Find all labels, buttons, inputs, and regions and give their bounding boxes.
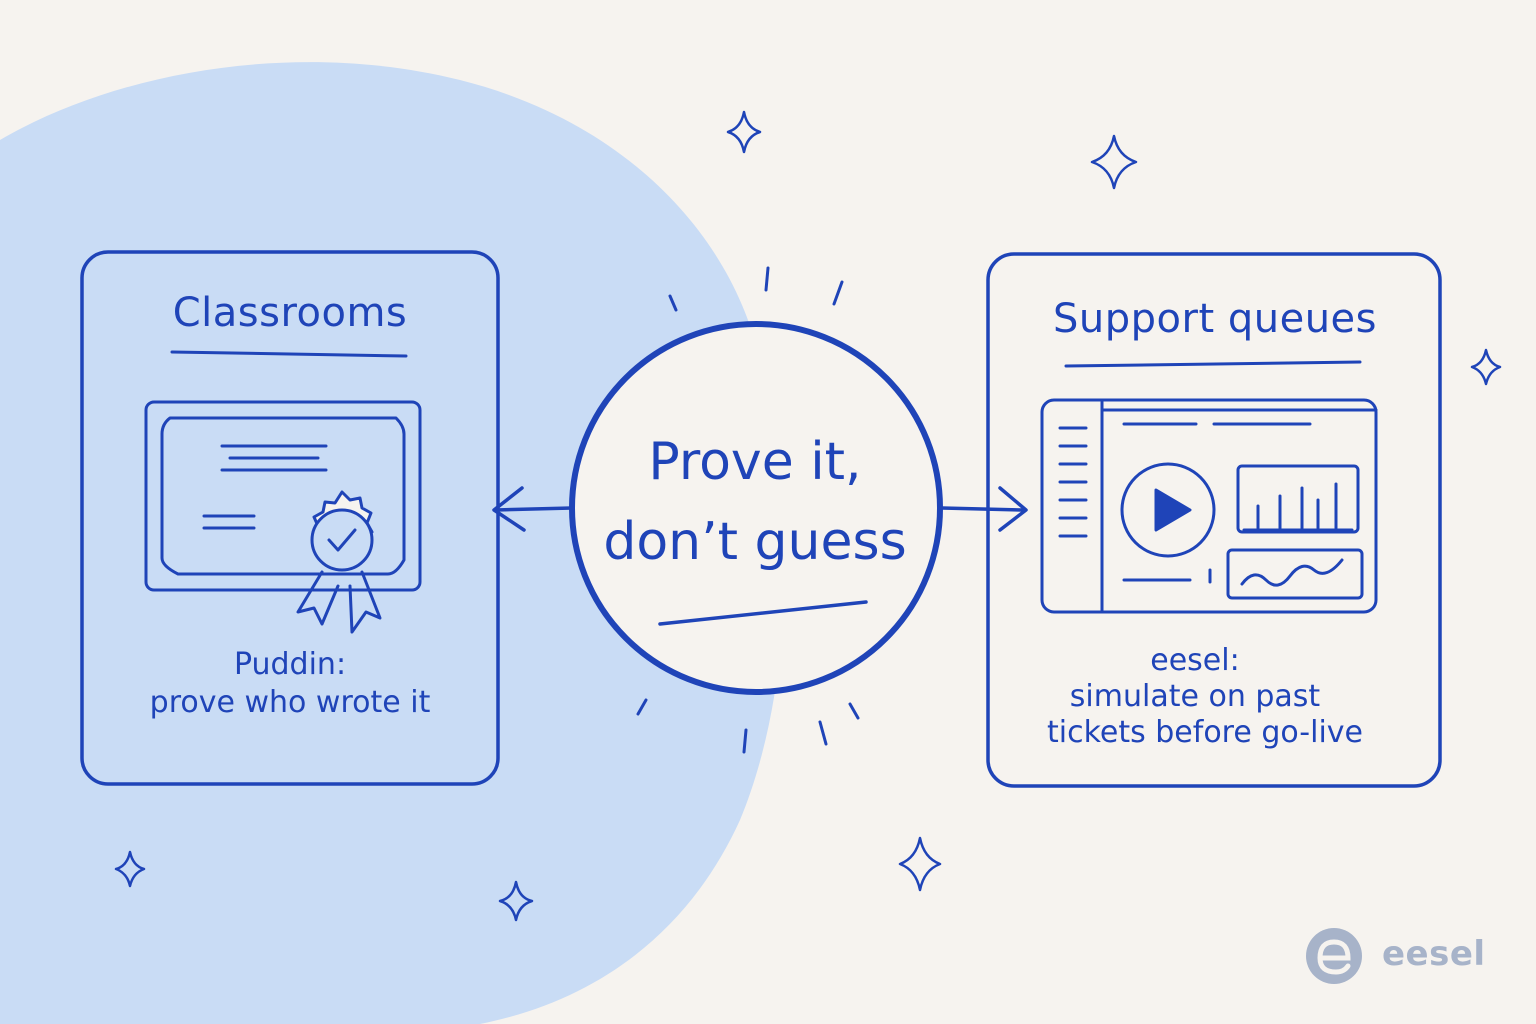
left-title-underline — [170, 350, 408, 358]
certificate-ribbon-icon — [144, 400, 422, 634]
right-card-title: Support queues — [1053, 296, 1377, 342]
right-card-caption-line1: eesel: — [1150, 643, 1240, 678]
center-underline — [658, 600, 868, 626]
eesel-logo-text: eesel — [1382, 934, 1486, 974]
left-card-caption-line1: Puddin: — [233, 647, 347, 682]
radiating-lines — [636, 266, 860, 754]
sparkle-icon — [114, 110, 1502, 922]
right-title-underline — [1064, 360, 1362, 368]
right-card-caption-line2: simulate on past — [1069, 679, 1321, 714]
right-card-caption-line3: tickets before go-live — [1046, 715, 1364, 750]
center-line1: Prove it, — [648, 432, 862, 492]
left-card-title: Classrooms — [172, 290, 408, 336]
left-card-caption-line2: prove who wrote it — [149, 685, 431, 720]
eesel-logo-icon — [1306, 928, 1362, 984]
dashboard-video-chart-icon — [1040, 398, 1378, 614]
left-card — [80, 250, 500, 786]
center-line2: don’t guess — [603, 512, 907, 572]
left-arrow — [492, 486, 574, 532]
right-card — [986, 252, 1442, 788]
right-arrow — [940, 486, 1028, 532]
